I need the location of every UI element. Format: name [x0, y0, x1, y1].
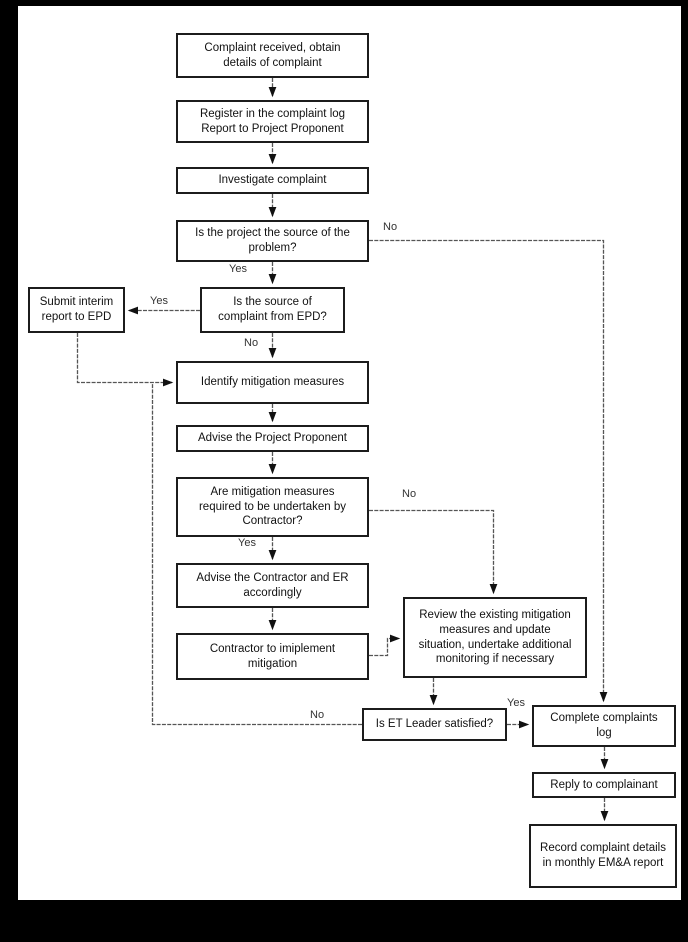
node-record-emna-report: Record complaint details in monthly EM&A…	[529, 824, 677, 888]
node-et-leader-satisfied-decision: Is ET Leader satisfied?	[362, 708, 507, 741]
node-register-complaint-log: Register in the complaint log Report to …	[176, 100, 369, 143]
edge-label-no-mitigation-required: No	[402, 488, 417, 500]
node-review-mitigation: Review the existing mitigation measures …	[403, 597, 587, 678]
node-advise-contractor-er: Advise the Contractor and ER accordingly	[176, 563, 369, 608]
scan-border-right	[681, 0, 688, 942]
edge-label-no-epd-source: No	[244, 337, 259, 349]
edge-label-yes-mitigation-required: Yes	[238, 537, 256, 549]
node-contractor-implement: Contractor to imiplement mitigation	[176, 633, 369, 680]
edge-label-no-et-leader: No	[310, 709, 325, 721]
edge-label-no-project-source: No	[383, 221, 398, 233]
edge-label-yes-et-leader: Yes	[507, 697, 525, 709]
node-mitigation-required-decision: Are mitigation measures required to be u…	[176, 477, 369, 537]
node-advise-project-proponent: Advise the Project Proponent	[176, 425, 369, 452]
scan-border-bottom	[0, 900, 688, 942]
node-epd-source-decision: Is the source of complaint from EPD?	[200, 287, 345, 333]
node-project-source-decision: Is the project the source of the problem…	[176, 220, 369, 262]
scan-border-left	[0, 0, 18, 942]
scan-border-top	[0, 0, 688, 6]
node-complete-complaints-log: Complete complaints log	[532, 705, 676, 747]
node-submit-interim-report: Submit interim report to EPD	[28, 287, 125, 333]
node-reply-to-complainant: Reply to complainant	[532, 772, 676, 798]
edge-label-yes-project-source: Yes	[229, 263, 247, 275]
node-identify-mitigation: Identify mitigation measures	[176, 361, 369, 404]
node-complaint-received: Complaint received, obtain details of co…	[176, 33, 369, 78]
node-investigate-complaint: Investigate complaint	[176, 167, 369, 194]
edge-label-yes-epd-source: Yes	[150, 295, 168, 307]
